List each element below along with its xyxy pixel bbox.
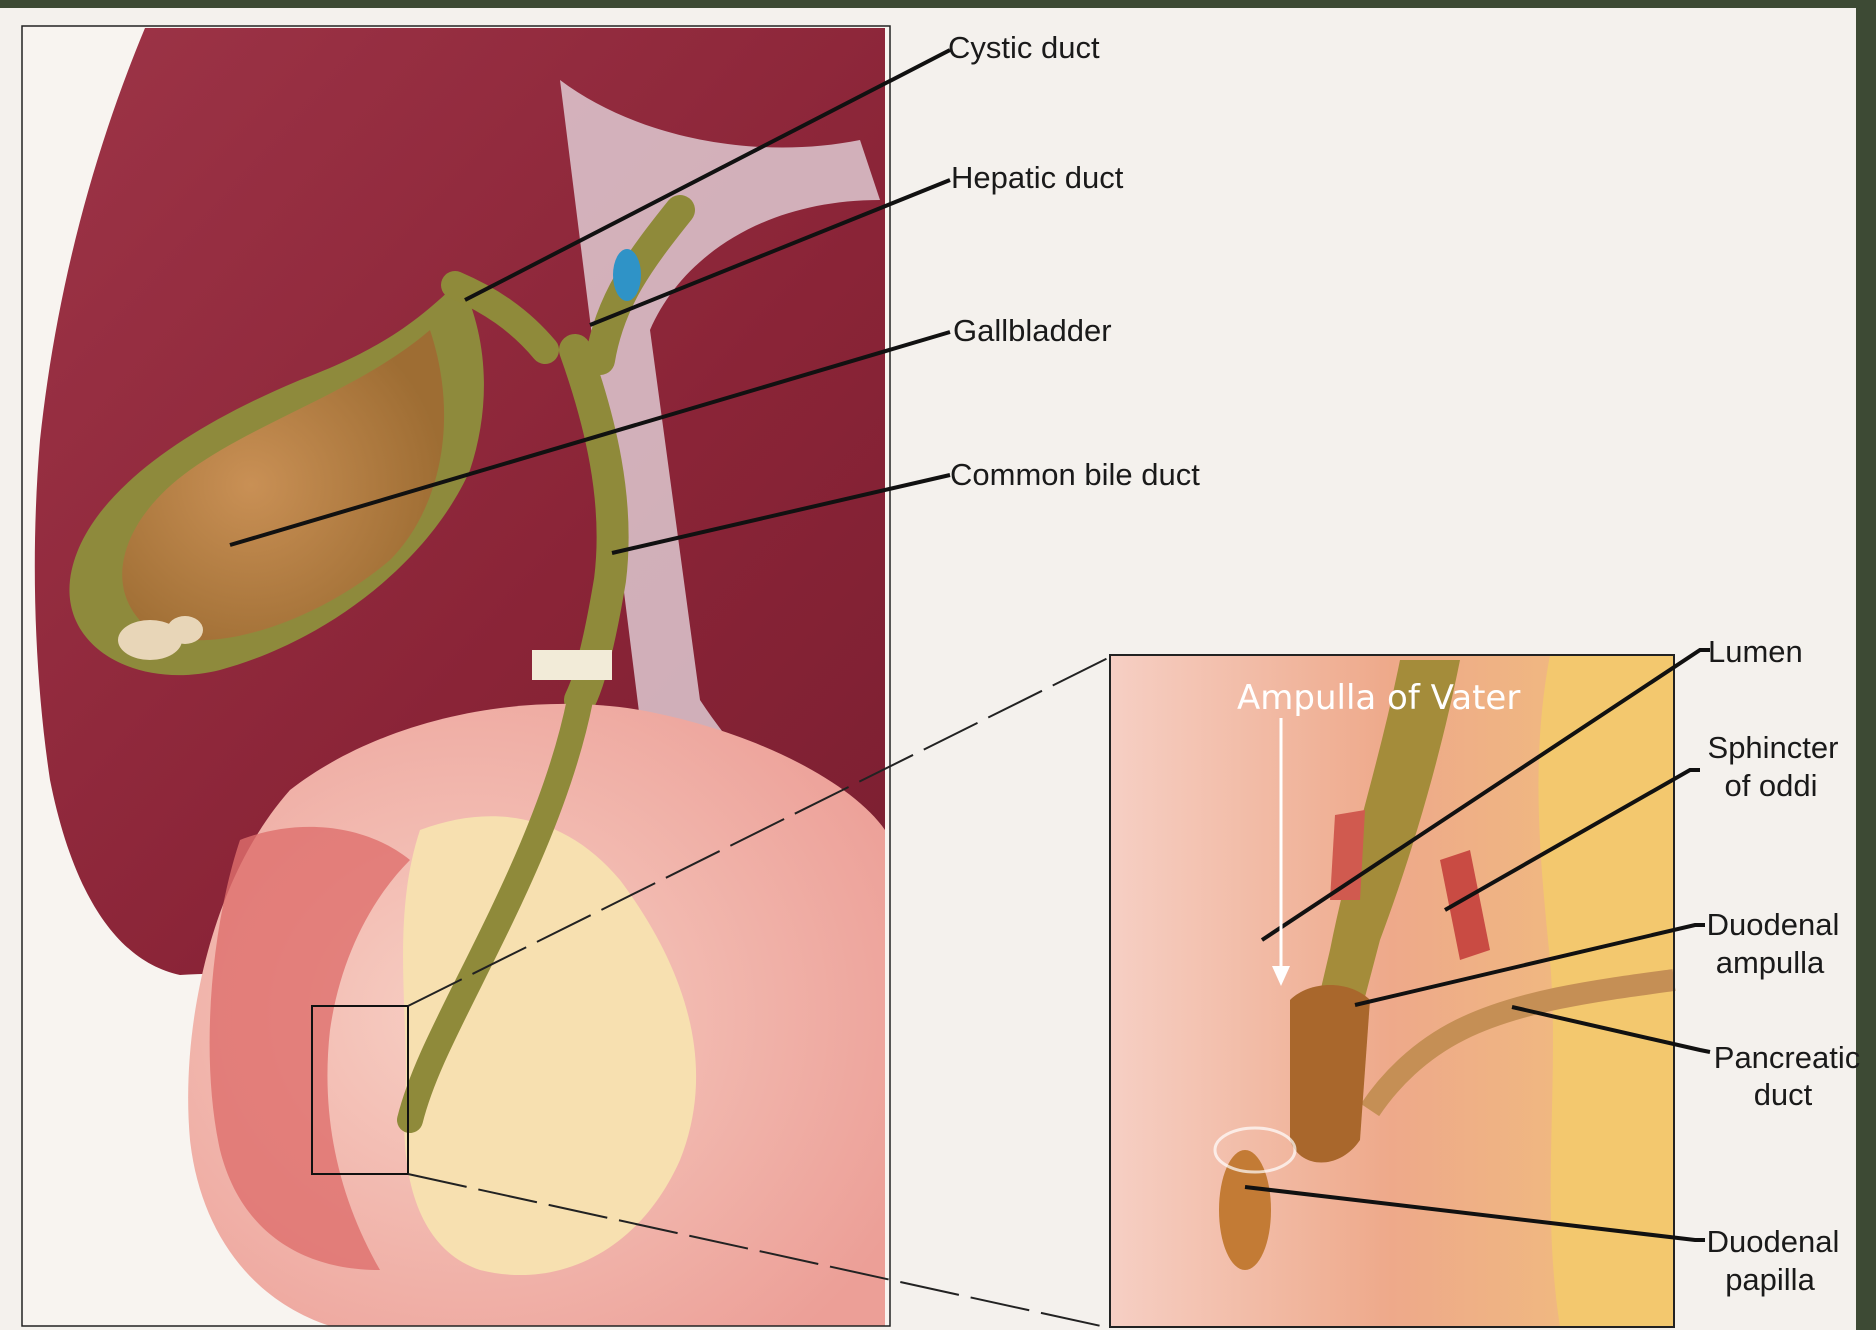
label-gallbladder: Gallbladder — [953, 313, 1112, 348]
label-hepatic-duct: Hepatic duct — [951, 160, 1124, 195]
inset-papilla — [1219, 1150, 1271, 1270]
label-duodenal-papilla-1: Duodenal — [1707, 1224, 1840, 1259]
label-lumen: Lumen — [1708, 634, 1803, 669]
peritoneal-cut — [532, 650, 612, 680]
label-common-bile-duct: Common bile duct — [950, 457, 1200, 492]
label-duodenal-ampulla-1: Duodenal — [1707, 907, 1840, 942]
label-ampulla-of-vater: Ampulla of Vater — [1237, 678, 1520, 718]
inset-duodenal-ampulla — [1290, 985, 1370, 1163]
label-pancreatic-duct-1: Pancreatic — [1714, 1040, 1860, 1075]
label-cystic-duct: Cystic duct — [948, 30, 1100, 65]
portal-vein — [613, 249, 641, 301]
label-duodenal-ampulla-2: ampulla — [1716, 945, 1825, 980]
inset-lumen-fold — [1330, 810, 1365, 900]
label-pancreatic-duct-2: duct — [1754, 1077, 1813, 1112]
label-sphincter-of-oddi-1: Sphincter — [1708, 730, 1839, 765]
main-panel — [22, 26, 890, 1326]
label-duodenal-papilla-2: papilla — [1725, 1262, 1815, 1297]
label-sphincter-of-oddi-2: of oddi — [1724, 768, 1817, 803]
gallstone — [167, 616, 203, 644]
